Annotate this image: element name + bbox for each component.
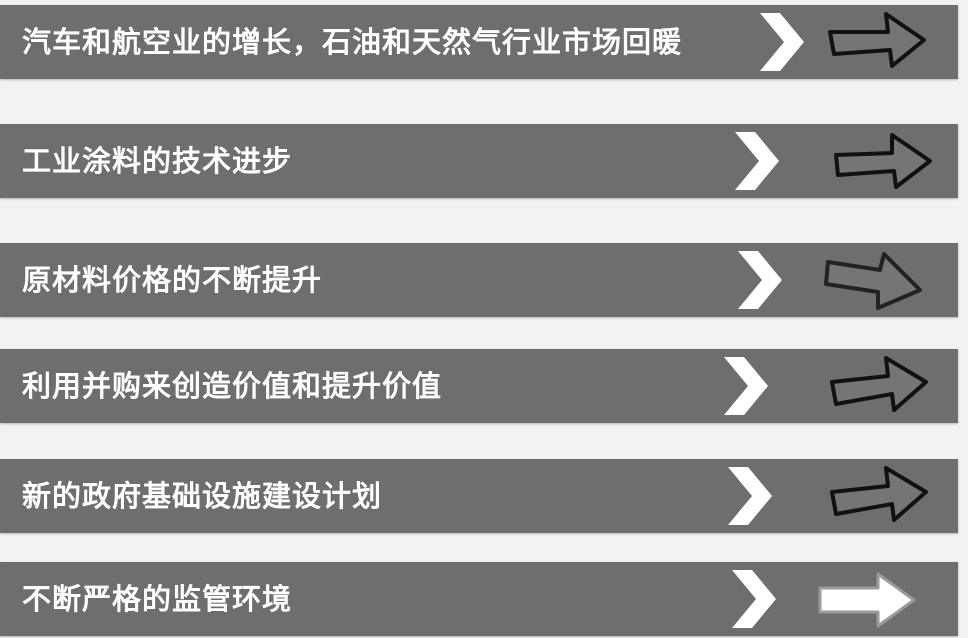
chevron-right-icon xyxy=(735,132,779,190)
arrow-right-icon xyxy=(830,466,928,522)
driver-row-4: 利用并购来创造价值和提升价值 xyxy=(0,349,958,423)
chevron-right-icon xyxy=(738,251,782,309)
driver-label: 汽车和航空业的增长，石油和天然气行业市场回暖 xyxy=(22,25,683,59)
driver-row-1: 汽车和航空业的增长，石油和天然气行业市场回暖 xyxy=(0,5,958,79)
driver-label: 利用并购来创造价值和提升价值 xyxy=(22,369,443,403)
chevron-right-icon xyxy=(728,467,772,525)
driver-label: 新的政府基础设施建设计划 xyxy=(22,479,383,513)
chevron-right-icon xyxy=(760,13,804,71)
arrow-right-icon xyxy=(828,12,926,68)
arrow-right-icon xyxy=(818,572,916,628)
driver-row-6: 不断严格的监管环境 xyxy=(0,562,958,636)
driver-label: 不断严格的监管环境 xyxy=(22,582,293,616)
chevron-right-icon xyxy=(724,357,768,415)
chevron-right-icon xyxy=(732,570,776,628)
arrow-down-right-icon xyxy=(824,252,922,310)
driver-label: 原材料价格的不断提升 xyxy=(22,263,323,297)
driver-row-5: 新的政府基础设施建设计划 xyxy=(0,459,958,533)
driver-row-3: 原材料价格的不断提升 xyxy=(0,243,958,317)
arrow-right-icon xyxy=(830,356,928,412)
driver-label: 工业涂料的技术进步 xyxy=(22,144,293,178)
arrow-right-icon xyxy=(834,133,932,189)
driver-row-2: 工业涂料的技术进步 xyxy=(0,124,958,198)
